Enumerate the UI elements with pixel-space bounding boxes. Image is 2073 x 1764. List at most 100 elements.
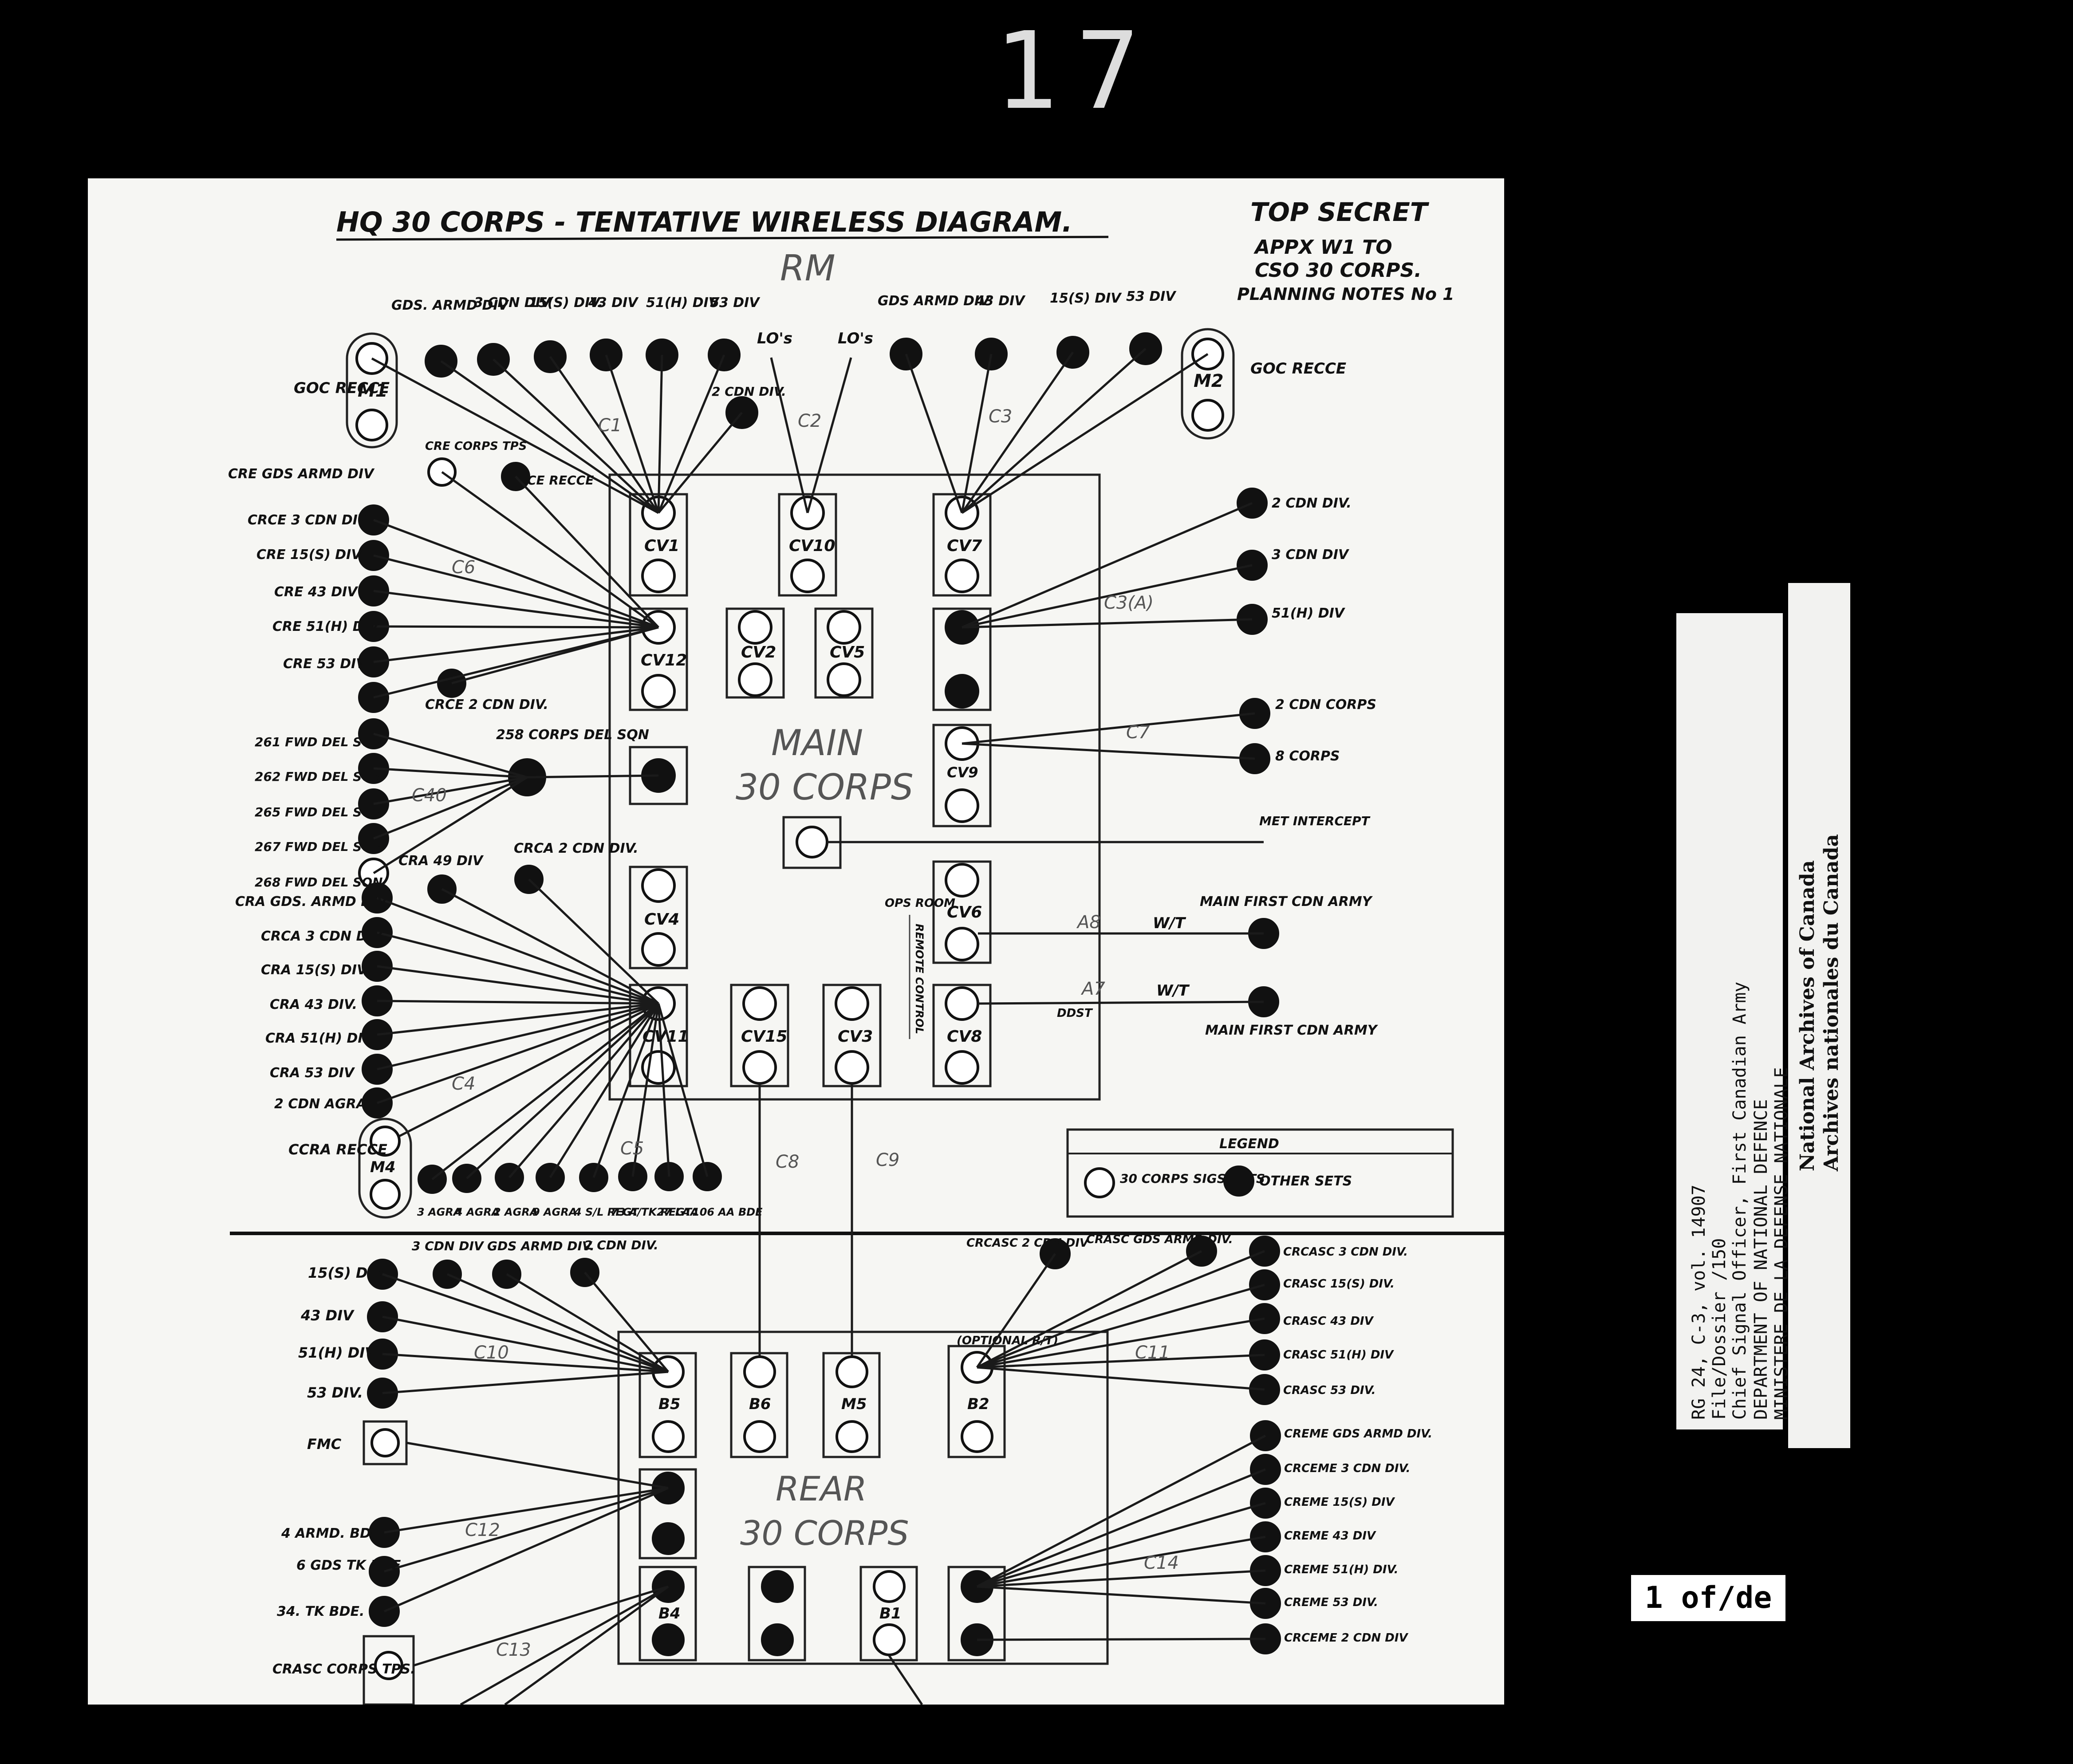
net-c10: C10 (474, 1343, 509, 1363)
cre-4: CRE 43 DIV (274, 584, 359, 600)
nac-fr: Archives nationales du Canada (1820, 834, 1843, 1171)
left-cre-sets (358, 457, 530, 713)
creme-5: CREME 51(H) DIV. (1284, 1563, 1399, 1576)
net-wt-2: W/T (1156, 982, 1190, 1000)
net-a8: A8 (1076, 912, 1101, 933)
corps-del-sqn: 258 CORPS DEL SQN (496, 727, 649, 743)
net-a7: A7 (1080, 979, 1105, 999)
net-c3: C3 (989, 406, 1012, 427)
top-div-4: 43 DIV (588, 295, 639, 311)
cv15-label: CV15 (741, 1028, 787, 1046)
right-main-4: 2 CDN CORPS (1275, 697, 1376, 713)
lo-1: LO's (757, 330, 792, 347)
legend-title: LEGEND (1219, 1136, 1279, 1152)
nac-en: National Archives of Canada (1796, 860, 1819, 1171)
fwd-del-3: 265 FWD DEL SQN (255, 805, 383, 819)
net-c5: C5 (620, 1138, 644, 1159)
right-main-7: MAIN FIRST CDN ARMY (1200, 894, 1373, 910)
misc-2cdn-top: 2 CDN DIV. (712, 384, 786, 399)
diagram-title: HQ 30 CORPS - TENTATIVE WIRELESS DIAGRAM… (336, 206, 1072, 238)
net-c1: C1 (598, 415, 622, 436)
right-main-1: 2 CDN DIV. (1272, 496, 1352, 511)
bottom-main-7: 27 LAA (657, 1206, 698, 1218)
rear-left-1: 15(S) DIV (308, 1264, 385, 1281)
lo-2: LO's (838, 330, 873, 347)
cra-6: CRA 53 DIV (270, 1065, 355, 1081)
m1-capsule (346, 332, 398, 449)
bottom-main-sets (418, 1162, 722, 1194)
crca-2cdn: CRCA 2 CDN DIV. (514, 841, 638, 856)
archive-ref-2: File/Dossier /150 (1709, 1238, 1730, 1420)
rear-right-sets (1040, 1236, 1281, 1654)
bottom-main-links (431, 1003, 709, 1180)
creme-2: CRCEME 3 CDN DIV. (1284, 1462, 1410, 1475)
rear-label: REAR (776, 1469, 867, 1508)
cv6-label: CV6 (947, 903, 982, 921)
b4-label: B4 (658, 1605, 681, 1622)
archive-dept-fr: MINISTERE DE LA DEFENSE NATIONALE (1771, 1067, 1792, 1420)
net-c13: C13 (496, 1640, 531, 1660)
appendix-line-1: APPX W1 TO (1253, 236, 1392, 259)
top-div-1: GDS. ARMD DIV (391, 298, 510, 313)
net-c3a: C3(A) (1104, 593, 1154, 613)
creme-6: CREME 53 DIV. (1284, 1596, 1378, 1609)
cv7-label: CV7 (947, 537, 982, 555)
top-div-6: 53 DIV (710, 295, 761, 311)
reel-badge: 1 of/de (1628, 1572, 1788, 1624)
archive-file-label (1676, 613, 1783, 1429)
m2-capsule (1181, 328, 1235, 440)
cv9-label: CV9 (947, 764, 978, 781)
main-label-2: 30 CORPS (736, 767, 914, 808)
rear-label-2: 30 CORPS (740, 1513, 909, 1553)
fwd-del-5: 268 FWD DEL SQN (255, 875, 383, 890)
crasc-1: CRCASC 3 CDN DIV. (1283, 1245, 1408, 1259)
cra-1: CRA GDS. ARMD DIV (235, 894, 388, 910)
net-c7: C7 (1126, 722, 1150, 743)
rear-left-links (382, 1272, 669, 1705)
top-div-8: 43 DIV (975, 293, 1026, 309)
fwd-del-links (373, 732, 659, 874)
net-c14: C14 (1144, 1553, 1179, 1573)
rear-top-3: 2 CDN DIV. (584, 1238, 658, 1252)
legend-corps-circle (1084, 1167, 1115, 1198)
main-label: MAIN (771, 722, 863, 764)
b2-label: B2 (967, 1395, 989, 1413)
bottom-main-1: 3 AGRA (417, 1206, 461, 1218)
cra-49: CRA 49 DIV (398, 853, 484, 869)
cv2-label: CV2 (741, 643, 776, 662)
rear-top-2: GDS ARMD DIV. (487, 1239, 595, 1253)
right-main-8: MAIN FIRST CDN ARMY (1205, 1023, 1379, 1038)
classification: TOP SECRET (1250, 197, 1430, 227)
b1-label: B1 (879, 1605, 902, 1622)
top-div-2: 3 CDN DIV (474, 295, 552, 311)
ce-recce: CE RECCE (527, 473, 594, 488)
appendix-line-2: CSO 30 CORPS. (1255, 259, 1422, 282)
archive-reference-block: RG 24, C-3, vol. 14907 File/Dossier /150… (1689, 982, 1750, 1420)
bottom-main-8: 106 AA BDE (692, 1206, 763, 1218)
archive-ref-3: Chief Signal Officer, First Canadian Arm… (1730, 981, 1750, 1420)
cra-4: CRA 43 DIV. (270, 997, 357, 1012)
rear-left-9: CRASC CORPS TPS. (272, 1662, 416, 1677)
rear-top-5: CRASC GDS ARMD DIV. (1086, 1233, 1233, 1246)
cv12-label: CV12 (641, 651, 687, 669)
creme-7: CRCEME 2 CDN DIV (1284, 1631, 1409, 1645)
rear-left-3: 51(H) DIV (298, 1344, 377, 1361)
rear-left-2: 43 DIV (300, 1307, 355, 1324)
wireless-diagram: HQ 30 CORPS - TENTATIVE WIRELESS DIAGRAM… (228, 197, 1504, 1705)
cre-1: CRE GDS ARMD DIV (228, 466, 375, 482)
goc-recce-left: GOC RECCE (294, 379, 390, 397)
optional-rt: DDST (1057, 1007, 1093, 1020)
net-c40: C40 (412, 785, 447, 806)
right-main-6: MET INTERCEPT (1259, 814, 1371, 828)
fwd-del-2: 262 FWD DEL SQN (255, 769, 383, 784)
top-div-5: 51(H) DIV (646, 295, 720, 311)
top-div-3: 15(S) DIV. (529, 295, 603, 311)
bottom-main-5: 4 S/L REGT (574, 1206, 639, 1218)
rear-left-4: 53 DIV. (307, 1384, 363, 1401)
net-c12: C11 (1135, 1343, 1170, 1363)
crasc-3: CRASC 43 DIV (1283, 1315, 1374, 1328)
net-c6: C6 (452, 557, 475, 578)
rear-top-4: CRCASC 2 CDN DIV (966, 1236, 1089, 1250)
diagram-sheet: HQ 30 CORPS - TENTATIVE WIRELESS DIAGRAM… (88, 178, 1504, 1705)
right-main-links (827, 502, 1264, 1005)
